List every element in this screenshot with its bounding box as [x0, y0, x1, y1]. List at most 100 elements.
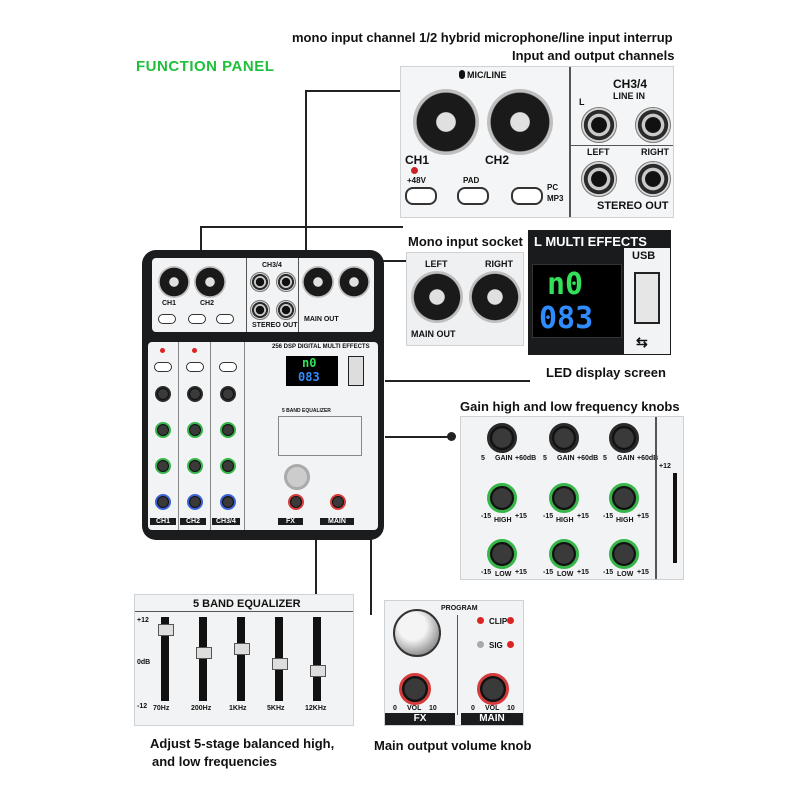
clip-led-2 [507, 617, 514, 624]
device-phantom-button[interactable] [158, 314, 176, 324]
eq-fader-handle-0[interactable] [158, 624, 174, 637]
eq-fader-slot-0 [161, 617, 169, 701]
main-volume-knob[interactable] [477, 673, 509, 705]
mic-line-label: MIC/LINE [467, 70, 507, 80]
ch34-vol-knob-small[interactable] [220, 494, 236, 510]
ch1-gain-knob[interactable] [487, 423, 517, 453]
ch2-low-knob[interactable] [549, 539, 579, 569]
phantom-button[interactable] [405, 187, 437, 205]
ch2-gain-knob[interactable] [549, 423, 579, 453]
connector-line [200, 226, 403, 228]
pad-label: PAD [463, 176, 480, 185]
eq-top-label: +12 [137, 617, 149, 624]
stereo-out-right-jack[interactable] [635, 161, 671, 197]
usb-port[interactable] [634, 272, 660, 324]
usb-panel: USB ⇆ [624, 248, 670, 354]
gain-label: GAIN [495, 455, 513, 462]
peak-led [192, 348, 197, 353]
stereo-left-label: LEFT [587, 147, 610, 157]
gain-min: 5 [481, 455, 485, 462]
ch2-gain-knob-small[interactable] [187, 386, 203, 402]
output-caption: Main output volume knob [374, 738, 532, 753]
device-ch1-jack[interactable] [158, 266, 190, 298]
pad-button[interactable] [457, 187, 489, 205]
ch2-low-knob-small[interactable] [187, 458, 203, 474]
ch34-high-knob[interactable] [609, 483, 639, 513]
line-in-right-jack[interactable] [635, 107, 671, 143]
eq-fader-slot-1 [199, 617, 207, 701]
ch34-high-knob-small[interactable] [220, 422, 236, 438]
eq-fader-handle-4[interactable] [310, 665, 326, 678]
panel-divider [655, 417, 657, 579]
ch2-high-knob[interactable] [549, 483, 579, 513]
eq-band-label-3: 5KHz [267, 705, 285, 712]
ch34-low-knob[interactable] [609, 539, 639, 569]
line-in-left-jack[interactable] [581, 107, 617, 143]
main-vol-knob-small[interactable] [330, 494, 346, 510]
stereo-out-left-jack[interactable] [581, 161, 617, 197]
input-output-panel: MIC/LINE CH1 CH2 +48V PAD PC MP3 CH3/4 L… [400, 66, 674, 218]
high-pos: +15 [577, 513, 589, 520]
gain-min: 5 [603, 455, 607, 462]
eq-band-label-4: 12KHz [305, 705, 327, 712]
eq-fader-slot-2 [237, 617, 245, 701]
fx-vol-knob-small[interactable] [288, 494, 304, 510]
ch1-high-knob[interactable] [487, 483, 517, 513]
device-pc-button[interactable] [216, 314, 234, 324]
program-knob[interactable] [284, 464, 310, 490]
output-panel: PROGRAM CLIP SIG 0 VOL 10 0 VOL 10 FX MA… [384, 600, 524, 726]
stereo-out-label: STEREO OUT [597, 200, 669, 212]
phantom-label: +48V [407, 176, 426, 185]
ch1-low-knob-small[interactable] [155, 458, 171, 474]
device-usb-port[interactable] [348, 356, 364, 386]
ch34-gain-knob[interactable] [609, 423, 639, 453]
device-line-in-right[interactable] [276, 272, 296, 292]
ch34-low-knob-small[interactable] [220, 458, 236, 474]
device-ch2-jack[interactable] [194, 266, 226, 298]
gain-label: GAIN [617, 455, 635, 462]
ch2-vol-knob-small[interactable] [187, 494, 203, 510]
low-label: LOW [617, 571, 634, 578]
program-encoder[interactable] [393, 609, 441, 657]
device-line-in-left[interactable] [250, 272, 270, 292]
equalizer-caption-2: and low frequencies [152, 754, 277, 769]
gain-panel-caption: Gain high and low frequency knobs [460, 399, 680, 414]
eq-fader-handle-3[interactable] [272, 657, 288, 670]
ch2-high-knob-small[interactable] [187, 422, 203, 438]
device-stereo-right[interactable] [276, 300, 296, 320]
pc-mp3-button[interactable] [511, 187, 543, 205]
device-eq-box [278, 416, 362, 456]
ch34-gain-knob-small[interactable] [220, 386, 236, 402]
ch1-low-knob[interactable] [487, 539, 517, 569]
main-out-right-xlr[interactable] [469, 271, 521, 323]
ch1-vol-knob-small[interactable] [155, 494, 171, 510]
usb-label: USB [632, 250, 656, 262]
ch1-fx-button[interactable] [154, 362, 172, 372]
l-label: L [579, 97, 585, 107]
ch2-fx-button[interactable] [186, 362, 204, 372]
high-label: HIGH [494, 517, 512, 524]
connector-line [385, 436, 455, 438]
ch2-combo-jack[interactable] [487, 89, 553, 155]
eq-fader-handle-2[interactable] [234, 642, 250, 655]
ch1-combo-jack[interactable] [413, 89, 479, 155]
device-main-out-left[interactable] [302, 266, 334, 298]
device-led-display: n0 083 [286, 356, 338, 386]
ch1-high-knob-small[interactable] [155, 422, 171, 438]
gain-max: +60dB [637, 455, 659, 462]
fx-volume-knob[interactable] [399, 673, 431, 705]
ch34-fx-button[interactable] [219, 362, 237, 372]
peak-led [160, 348, 165, 353]
main-vol-label: VOL [485, 705, 500, 712]
header-line1: mono input channel 1/2 hybrid microphone… [292, 30, 673, 45]
device-main-out-right[interactable] [338, 266, 370, 298]
high-pos: +15 [515, 513, 527, 520]
device-led-bottom: 083 [298, 370, 320, 384]
high-pos: +15 [637, 513, 649, 520]
device-pad-button[interactable] [188, 314, 206, 324]
main-out-left-xlr[interactable] [411, 271, 463, 323]
low-neg: -15 [543, 569, 554, 576]
eq-fader-handle-1[interactable] [196, 646, 212, 659]
ch1-gain-knob-small[interactable] [155, 386, 171, 402]
device-stereo-left[interactable] [250, 300, 270, 320]
